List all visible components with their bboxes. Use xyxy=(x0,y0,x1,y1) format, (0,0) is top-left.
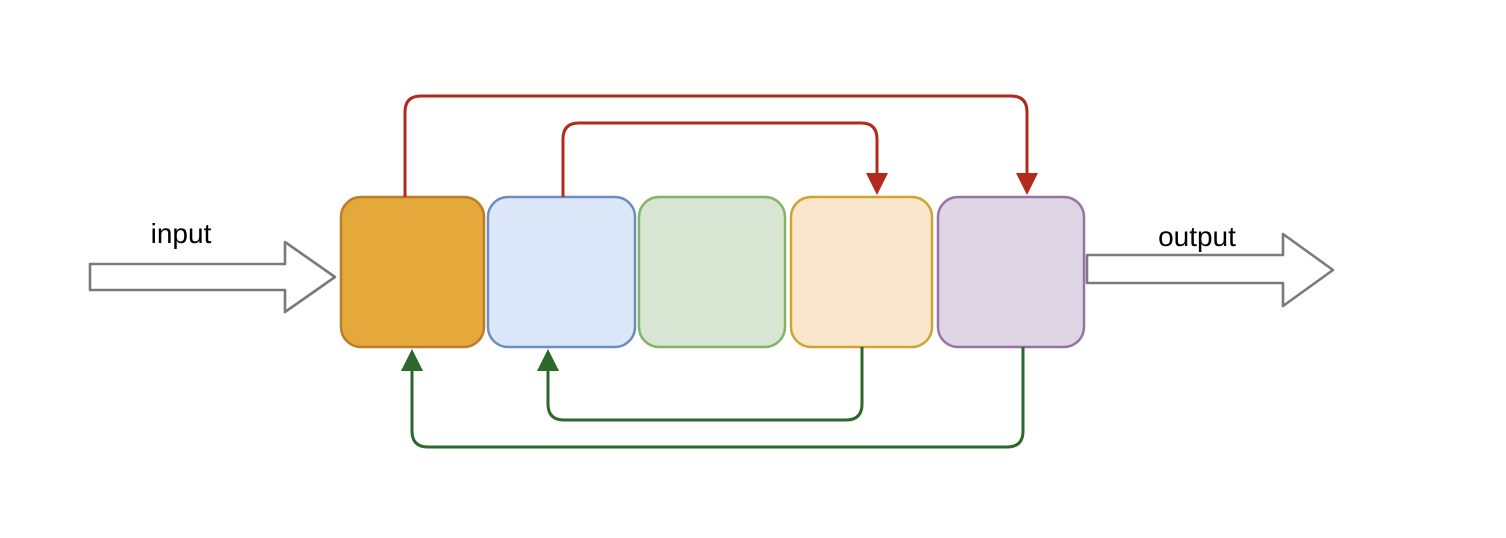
edge-backward-block-4-to-block-2 xyxy=(546,347,864,422)
node-block-4 xyxy=(789,195,934,349)
arrowhead-block-1-to-block-5 xyxy=(1016,173,1038,195)
connections-layer xyxy=(401,94,1038,449)
arrowhead-block-5-to-block-1 xyxy=(401,349,423,371)
edge-forward-block-1-to-block-5 xyxy=(403,94,1029,197)
edge-backward-block-5-to-block-1 xyxy=(410,347,1025,449)
output-arrow xyxy=(1085,232,1335,308)
node-block-1 xyxy=(339,195,486,349)
node-block-3 xyxy=(637,195,787,349)
output-label: output xyxy=(1158,221,1236,252)
arrowhead-block-2-to-block-4 xyxy=(866,173,888,195)
input-arrow xyxy=(88,240,337,314)
blocks-layer xyxy=(339,195,1086,349)
edge-forward-block-2-to-block-4 xyxy=(561,121,879,197)
node-block-5 xyxy=(936,195,1086,349)
arrowhead-block-4-to-block-2 xyxy=(537,349,559,371)
node-block-2 xyxy=(486,195,637,349)
input-label: input xyxy=(151,218,212,249)
